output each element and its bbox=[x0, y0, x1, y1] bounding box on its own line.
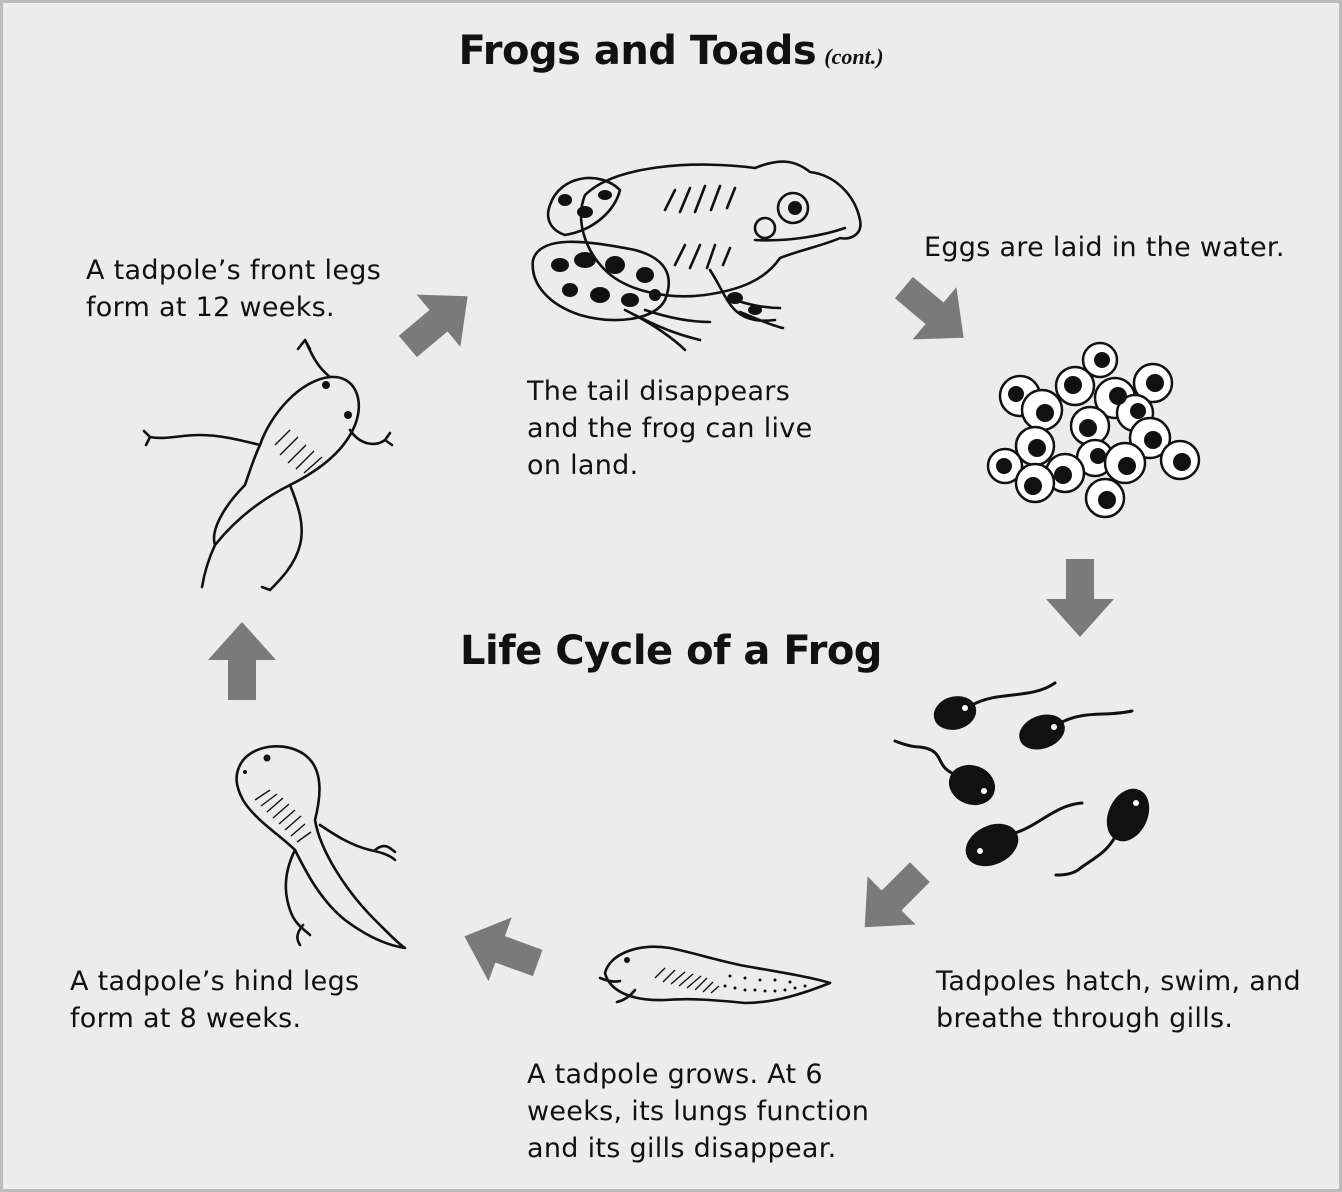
hind-legs-tadpole-illustration bbox=[225, 740, 410, 950]
front-legs-tadpole-illustration bbox=[140, 335, 395, 595]
growing-tadpole-illustration bbox=[595, 938, 835, 1018]
egg-cluster-illustration bbox=[990, 338, 1205, 523]
adult-frog-illustration bbox=[525, 150, 870, 360]
arrow-grow-to-hind-legs bbox=[453, 904, 550, 995]
arrow-front-legs-to-adult bbox=[386, 270, 489, 372]
arrow-hind-legs-to-front-legs bbox=[208, 622, 276, 700]
hatched-tadpoles-illustration bbox=[890, 675, 1160, 885]
arrow-adult-to-eggs bbox=[882, 262, 985, 364]
arrow-eggs-to-hatch bbox=[1046, 559, 1114, 637]
